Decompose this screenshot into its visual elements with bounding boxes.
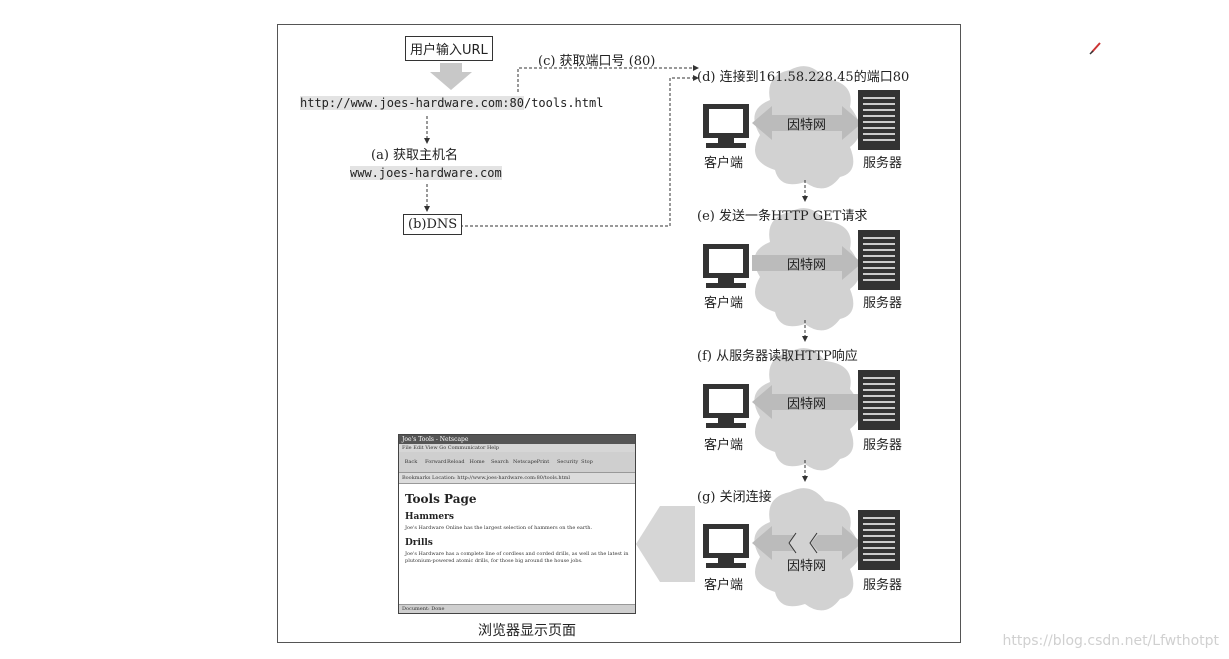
arrow-g-left (752, 526, 795, 560)
stage-d-graphic (703, 66, 900, 189)
cloud-g (754, 488, 860, 611)
url-host: http://www.joes-hardware.com (300, 96, 503, 110)
step-a-label: (a) 获取主机名 (371, 148, 459, 163)
arrow-e (752, 246, 862, 280)
step-f-label: (f) 从服务器读取HTTP响应 (697, 349, 858, 364)
url-port: :80 (502, 96, 524, 110)
server-label-g: 服务器 (863, 578, 903, 593)
client-label-f: 客户端 (704, 438, 744, 453)
step-d-label: (d) 连接到161.58.228.45的端口80 (697, 70, 910, 85)
toolbar-stop: Stop (581, 459, 593, 465)
client-label-d: 客户端 (704, 156, 744, 171)
user-input-label: 用户输入URL (410, 43, 488, 58)
server-label-f: 服务器 (863, 438, 903, 453)
server-rack-d (858, 90, 900, 150)
internet-label-d: 因特网 (787, 118, 827, 133)
browser-section2-title: Drills (405, 538, 433, 548)
arrowhead-port (693, 65, 699, 71)
arrowhead-dns (424, 206, 430, 212)
arrow-f (752, 385, 862, 419)
toolbar-netscape: Netscape (513, 459, 537, 465)
internet-label-f: 因特网 (787, 397, 827, 412)
browser-status: Document: Done (399, 604, 635, 613)
url-path: /tools.html (523, 96, 604, 110)
internet-label-e: 因特网 (787, 258, 827, 273)
browser-window: Joe's Tools - Netscape File Edit View Go… (398, 434, 636, 614)
step-c-label: (c) 获取端口号 (80) (538, 54, 656, 69)
toolbar-forward: Forward (425, 459, 447, 465)
browser-menu: File Edit View Go Communicator Help (399, 444, 635, 452)
browser-section1-title: Hammers (405, 512, 454, 522)
dns-label: (b)DNS (408, 217, 458, 232)
toolbar-reload: Reload (447, 459, 465, 465)
dashed-port-to-d (517, 67, 695, 92)
down-arrow-input (430, 63, 472, 90)
client-screen-d (709, 109, 743, 133)
server-label-d: 服务器 (863, 156, 903, 171)
stage-e-graphic (703, 208, 900, 331)
internet-label-g: 因特网 (787, 559, 827, 574)
browser-page-title: Tools Page (405, 492, 477, 506)
toolbar-home: Home (469, 459, 485, 465)
browser-section1-text: Joe's Hardware Online has the largest se… (405, 525, 593, 531)
arrowhead-a (424, 138, 430, 144)
url-line: http://www.joes-hardware.com:80/tools.ht… (300, 96, 603, 110)
dashed-dns-to-d (455, 77, 695, 227)
pen-icon (1089, 42, 1101, 55)
bi-arrow-d (752, 106, 862, 140)
toolbar-search: Search (491, 459, 509, 465)
arrowhead-dns-d (693, 75, 699, 81)
server-label-e: 服务器 (863, 296, 903, 311)
dns-box: (b)DNS (403, 214, 463, 235)
hostname-label: www.joes-hardware.com (350, 166, 502, 180)
browser-title: Joe's Tools - Netscape (399, 435, 635, 444)
stage-g-graphic (703, 488, 900, 611)
client-label-e: 客户端 (704, 296, 744, 311)
step-g-label: (g) 关闭连接 (697, 490, 772, 505)
toolbar-security: Security (557, 459, 579, 465)
watermark: https://blog.csdn.net/Lfwthotpt (1002, 633, 1219, 649)
step-e-label: (e) 发送一条HTTP GET请求 (697, 209, 868, 224)
stage-f-graphic (703, 348, 900, 471)
arrow-to-browser (636, 506, 695, 582)
client-label-g: 客户端 (704, 578, 744, 593)
browser-location: Bookmarks Location: http://www.joes-hard… (399, 473, 635, 484)
toolbar-print: Print (536, 459, 550, 465)
toolbar-back: Back (404, 459, 418, 465)
browser-caption: 浏览器显示页面 (478, 623, 576, 639)
user-input-box: 用户输入URL (405, 36, 493, 61)
browser-toolbar: Back Forward Reload Home Search Netscape… (399, 452, 635, 473)
arrow-g-right (811, 526, 862, 560)
browser-section2-text: Joe's Hardware has a complete line of co… (405, 551, 629, 564)
browser-content: Tools Page Hammers Joe's Hardware Online… (399, 484, 635, 575)
